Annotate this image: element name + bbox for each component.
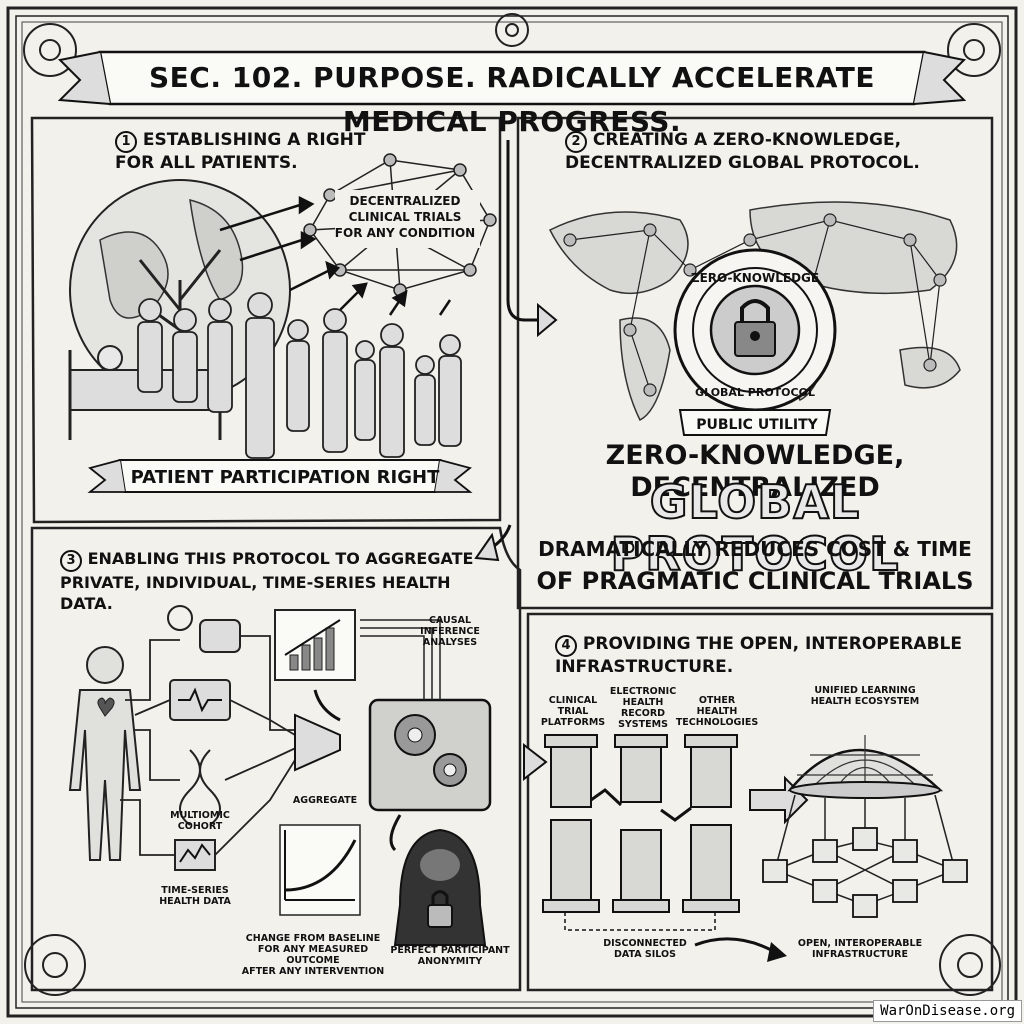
open-line1: OPEN, INTEROPERABLE xyxy=(797,938,923,949)
page-title: SEC. 102. PURPOSE. RADICALLY ACCELERATE … xyxy=(149,61,875,138)
section-3-line2: PRIVATE, INDIVIDUAL, TIME-SERIES HEALTH … xyxy=(60,573,451,613)
watermark: WarOnDisease.org xyxy=(873,1000,1022,1022)
section-3-line1: ENABLING THIS PROTOCOL TO AGGREGATE xyxy=(87,549,474,568)
section-2-line1: CREATING A ZERO-KNOWLEDGE, xyxy=(592,130,902,150)
headline-line1: ZERO-KNOWLEDGE, DECENTRALIZED xyxy=(605,440,905,503)
gear-top-label: ZERO-KNOWLEDGE xyxy=(690,271,820,285)
headline-line3: DRAMATICALLY REDUCES COST & TIME xyxy=(538,537,972,561)
section-1-line1: ESTABLISHING A RIGHT xyxy=(142,130,366,150)
anon-line1: PERFECT PARTICIPANT xyxy=(390,945,510,956)
section-4-number: 4 xyxy=(555,635,577,657)
public-utility-banner: PUBLIC UTILITY xyxy=(696,417,818,433)
dome-label: UNIFIED LEARNING HEALTH ECOSYSTEM xyxy=(790,685,940,707)
multiomic-label: MULTIOMIC COHORT xyxy=(160,810,240,832)
change-line1: CHANGE FROM BASELINE xyxy=(245,933,381,944)
dome-line1: UNIFIED LEARNING xyxy=(814,685,916,696)
section-4-heading: 4 PROVIDING THE OPEN, INTEROPERABLE INFR… xyxy=(555,634,975,678)
baseline-change-label: CHANGE FROM BASELINE FOR ANY MEASURED OU… xyxy=(238,933,388,977)
p3-line1: OTHER xyxy=(698,695,736,706)
section-2-number: 2 xyxy=(565,131,587,153)
open-infra-label: OPEN, INTEROPERABLE INFRASTRUCTURE xyxy=(795,938,925,960)
change-line2: FOR ANY MEASURED OUTCOME xyxy=(257,944,369,966)
silos-line1: DISCONNECTED xyxy=(603,938,687,949)
network-label: DECENTRALIZED CLINICAL TRIALS FOR ANY CO… xyxy=(330,193,480,241)
section-3-number: 3 xyxy=(60,550,82,572)
pillar-1-label: CLINICAL TRIAL PLATFORMS xyxy=(538,695,608,728)
multiomic-line1: MULTIOMIC xyxy=(170,810,230,821)
data-aggregation-illustration xyxy=(68,605,492,946)
world-map-protocol xyxy=(548,201,961,436)
causal-line3: ANALYSES xyxy=(422,637,478,648)
patient-right-banner: PATIENT PARTICIPATION RIGHT xyxy=(130,467,440,488)
headline-line4: OF PRAGMATIC CLINICAL TRIALS xyxy=(536,567,974,595)
p1-line3: PLATFORMS xyxy=(540,717,606,728)
gear-bottom-label: GLOBAL PROTOCOL xyxy=(695,386,815,399)
p2-line3: RECORD xyxy=(620,708,666,719)
p2-line1: ELECTRONIC xyxy=(609,686,677,697)
section-1-number: 1 xyxy=(115,131,137,153)
infrastructure-illustration xyxy=(542,734,968,962)
causal-line1: CAUSAL xyxy=(429,615,471,626)
anonymity-label: PERFECT PARTICIPANT ANONYMITY xyxy=(390,945,510,967)
section-1-heading: 1 ESTABLISHING A RIGHT FOR ALL PATIENTS. xyxy=(115,130,415,174)
anon-line2: ANONYMITY xyxy=(417,956,483,967)
p3-line3: TECHNOLOGIES xyxy=(675,717,759,728)
timeseries-label: TIME-SERIES HEALTH DATA xyxy=(150,885,240,907)
silos-label: DISCONNECTED DATA SILOS xyxy=(595,938,695,960)
section-4-line1: PROVIDING THE OPEN, INTEROPERABLE xyxy=(582,634,962,654)
section-1-line2: FOR ALL PATIENTS. xyxy=(115,153,298,173)
p1-line1: CLINICAL xyxy=(548,695,598,706)
change-line3: AFTER ANY INTERVENTION xyxy=(241,966,385,977)
aggregate-label: AGGREGATE xyxy=(292,795,358,806)
pillar-2-label: ELECTRONIC HEALTH RECORD SYSTEMS xyxy=(607,686,679,730)
network-label-line2: CLINICAL TRIALS xyxy=(348,210,462,224)
timeseries-line2: HEALTH DATA xyxy=(159,896,231,907)
dome-line2: HEALTH ECOSYSTEM xyxy=(810,696,920,707)
patients-illustration xyxy=(68,153,497,493)
network-label-line3: FOR ANY CONDITION xyxy=(334,226,476,240)
causal-line2: INFERENCE xyxy=(420,626,480,637)
network-label-line1: DECENTRALIZED xyxy=(349,194,461,208)
pillar-3-label: OTHER HEALTH TECHNOLOGIES xyxy=(672,695,762,728)
p2-line4: SYSTEMS xyxy=(618,719,668,730)
p2-line2: HEALTH xyxy=(622,697,664,708)
p3-line2: HEALTH xyxy=(696,706,738,717)
causal-inference-label: CAUSAL INFERENCE ANALYSES xyxy=(405,615,495,648)
headline-line2: GLOBAL PROTOCOL xyxy=(610,475,900,581)
silos-line2: DATA SILOS xyxy=(614,949,676,960)
timeseries-line1: TIME-SERIES xyxy=(161,885,229,896)
section-4-line2: INFRASTRUCTURE. xyxy=(555,657,734,677)
multiomic-line2: COHORT xyxy=(177,821,223,832)
section-2-line2: DECENTRALIZED GLOBAL PROTOCOL. xyxy=(565,153,920,173)
section-3-heading: 3 ENABLING THIS PROTOCOL TO AGGREGATE PR… xyxy=(60,548,500,614)
section-2-heading: 2 CREATING A ZERO-KNOWLEDGE, DECENTRALIZ… xyxy=(565,130,985,174)
open-line2: INFRASTRUCTURE xyxy=(812,949,908,960)
p1-line2: TRIAL xyxy=(557,706,589,717)
